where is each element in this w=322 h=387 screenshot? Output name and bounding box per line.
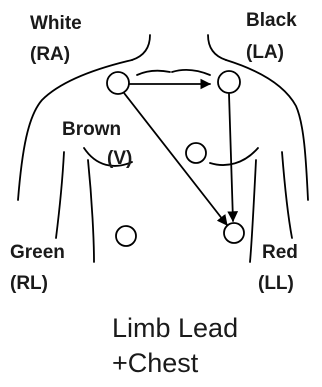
caption-line-1: Limb Lead [112, 313, 238, 343]
electrode-rl-circle [116, 226, 136, 246]
clavicle-left [137, 71, 170, 75]
arm-left-inner [88, 160, 94, 262]
electrode-la-circle [218, 71, 240, 93]
torso-outline [18, 35, 308, 262]
caption-line-2: +Chest [112, 348, 199, 378]
label-red-name: Red [262, 242, 298, 263]
label-red-code: (LL) [258, 273, 294, 294]
label-green-code: (RL) [10, 273, 48, 294]
electrode-ll-circle [224, 223, 244, 243]
arrow-ra-to-ll [124, 93, 227, 225]
label-brown-name: Brown [62, 119, 121, 140]
label-green-name: Green [10, 242, 65, 263]
pectoral-right [210, 148, 258, 165]
clavicle-right [172, 70, 210, 75]
label-white-code: (RA) [30, 44, 70, 65]
label-brown-code: (V) [107, 148, 132, 169]
label-black-name: Black [246, 10, 297, 31]
electrode-v-circle [186, 143, 206, 163]
arm-right-inner [250, 160, 256, 262]
electrode-ra-circle [107, 72, 129, 94]
label-white-name: White [30, 13, 82, 34]
neck-right-line [208, 35, 226, 60]
label-black-code: (LA) [246, 42, 284, 63]
arm-right-outer [282, 152, 292, 238]
neck-left-line [132, 35, 150, 60]
arm-left-outer [56, 152, 64, 238]
arrow-la-to-ll [229, 94, 233, 221]
